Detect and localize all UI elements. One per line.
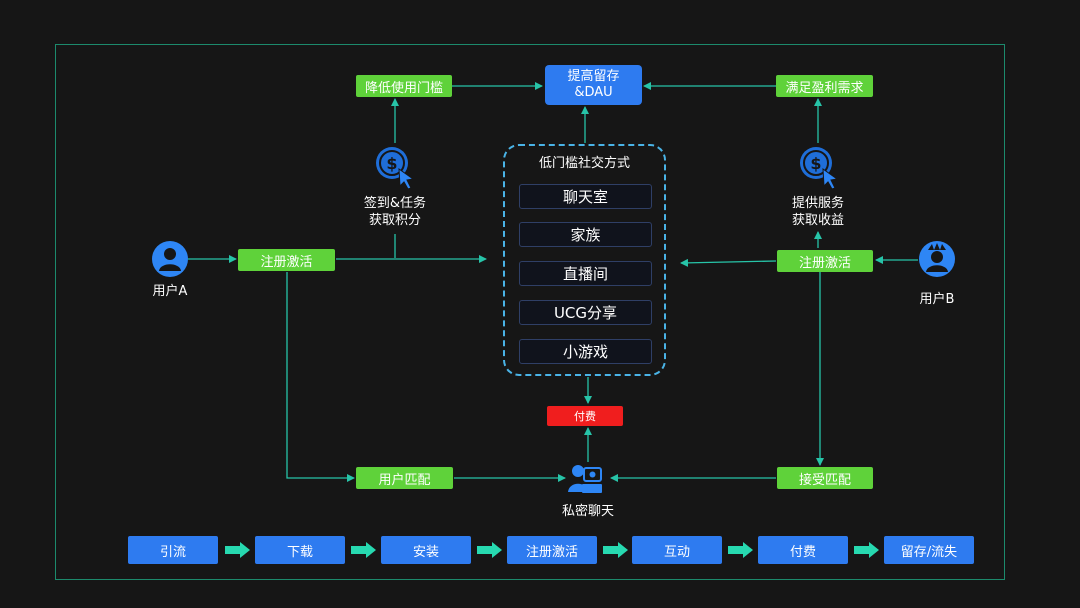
left-benefit-line1: 签到&任务	[363, 196, 427, 211]
private-chat-label: 私密聊天	[561, 504, 614, 519]
user-match-box: 用户匹配	[356, 467, 453, 489]
register-activate-a: 注册激活	[238, 249, 335, 271]
step-arrow-icon	[225, 542, 250, 558]
retention-dau-goal: 提高留存 &DAU	[545, 65, 642, 105]
step-arrow-icon	[351, 542, 376, 558]
goal-line1: 提高留存	[567, 69, 620, 84]
user-b-label: 用户B	[919, 292, 955, 307]
social-option-family: 家族	[519, 222, 652, 247]
user-avatar-icon	[152, 241, 188, 277]
social-methods-title: 低门槛社交方式	[538, 156, 630, 171]
register-activate-b: 注册激活	[777, 250, 873, 272]
private-chat-icon	[568, 465, 602, 493]
pay-box: 付费	[547, 406, 623, 426]
step-arrow-icon	[854, 542, 879, 558]
step-arrow-icon	[603, 542, 628, 558]
coin-cursor-icon: $	[800, 147, 839, 190]
social-option-ucg-share: UCG分享	[519, 300, 652, 325]
flow-step-retention: 留存/流失	[884, 536, 974, 564]
flow-step-pay: 付费	[758, 536, 848, 564]
flow-step-download: 下载	[255, 536, 345, 564]
user-a-label: 用户A	[152, 284, 188, 299]
lower-barrier-goal: 降低使用门槛	[356, 75, 452, 97]
social-option-minigame: 小游戏	[519, 339, 652, 364]
coin-cursor-icon: $	[376, 147, 415, 190]
svg-text:$: $	[810, 154, 821, 173]
left-benefit-line2: 获取积分	[368, 213, 421, 228]
social-methods-group: 低门槛社交方式 聊天室 家族 直播间 UCG分享 小游戏	[503, 144, 666, 376]
step-arrow-icon	[477, 542, 502, 558]
flow-step-register: 注册激活	[507, 536, 597, 564]
profit-goal: 满足盈利需求	[776, 75, 873, 97]
goal-line2: &DAU	[574, 85, 613, 100]
right-benefit-line2: 获取收益	[791, 213, 844, 228]
flow-step-interact: 互动	[632, 536, 722, 564]
diagram-frame	[55, 44, 1005, 580]
step-arrow-icon	[728, 542, 753, 558]
accept-match-box: 接受匹配	[777, 467, 873, 489]
flow-step-traffic: 引流	[128, 536, 218, 564]
right-benefit-label: 提供服务 获取收益	[778, 195, 858, 229]
social-option-livestream: 直播间	[519, 261, 652, 286]
social-option-chatroom: 聊天室	[519, 184, 652, 209]
right-benefit-line1: 提供服务	[791, 196, 844, 211]
left-benefit-label: 签到&任务 获取积分	[355, 195, 435, 229]
svg-text:$: $	[386, 154, 397, 173]
user-b-avatar-icon	[919, 241, 955, 277]
flow-step-install: 安装	[381, 536, 471, 564]
